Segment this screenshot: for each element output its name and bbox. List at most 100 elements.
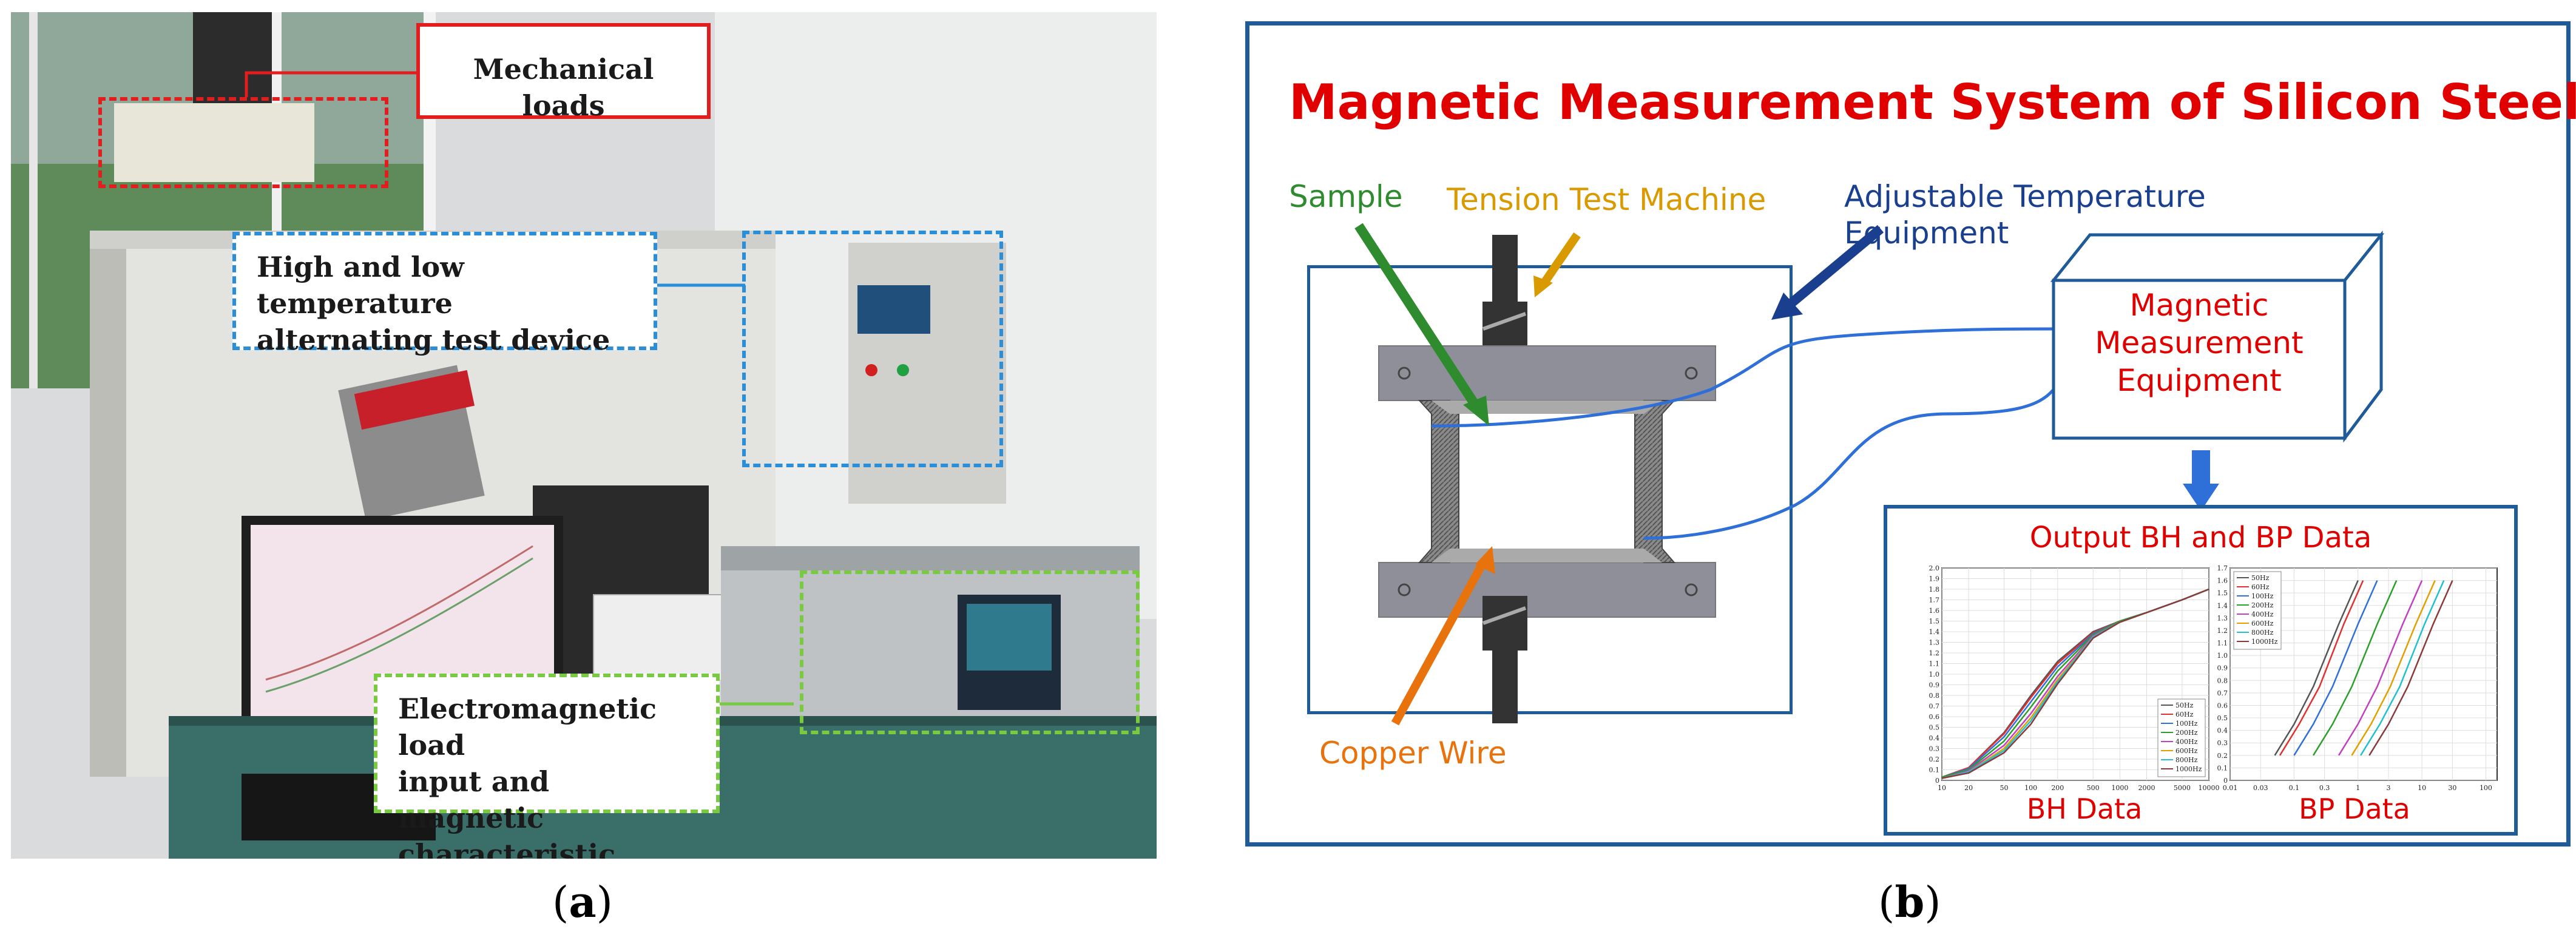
y-tick-label: 0.8 [2217,677,2228,684]
x-tick-label: 20 [1964,784,1973,792]
y-tick-label: 1.3 [2217,614,2228,622]
y-tick-label: 1.5 [1929,618,1940,626]
diagram-panel: Magnetic Measurement System of Silicon S… [1245,21,2576,847]
series-line-200Hz [2313,580,2398,756]
legend-entry: 400Hz [2175,738,2198,746]
output-arrow [2183,484,2219,511]
x-tick-label: 0.01 [2223,784,2238,792]
y-tick-label: 1.0 [2217,652,2228,660]
legend-entry: 60Hz [2251,583,2270,591]
label-adjustable-temperature: Adjustable Temperature Equipment [1844,178,2206,251]
output-charts: 00.10.20.30.40.50.60.70.80.91.01.11.21.3… [1929,564,2498,792]
bh-chart: 00.10.20.30.40.50.60.70.80.91.01.11.21.3… [1929,564,2220,792]
label-mme-line1: Magnetic [2129,288,2269,323]
callout-mechanical-text: Mechanical loads [473,53,654,122]
y-tick-label: 0.1 [1929,766,1940,774]
y-tick-label: 0.6 [2217,701,2228,709]
temperature-device-region [742,231,1003,467]
legend-entry: 50Hz [2251,574,2270,582]
y-tick-label: 1.7 [1929,597,1940,604]
mechanical-loads-region [98,97,388,188]
series-line-400Hz [2338,580,2423,756]
x-tick-label: 0.3 [2319,784,2330,792]
y-tick-label: 1.5 [2217,589,2228,597]
x-tick-label: 3 [2386,784,2390,792]
sample-arrow [1354,223,1481,411]
x-tick-label: 1000 [2111,784,2128,792]
y-tick-label: 1.1 [1929,660,1940,668]
series-line-1000Hz [2368,580,2453,756]
series-line-600Hz [2351,580,2436,756]
label-bh-data: BH Data [2026,793,2143,825]
y-tick-label: 0.4 [2217,727,2228,735]
label-mme-line3: Equipment [2117,363,2282,398]
tension-arrow [1540,232,1581,286]
x-tick-label: 100 [2024,784,2037,792]
legend-box [2233,571,2282,650]
y-tick-label: 1.9 [1929,575,1940,583]
y-tick-label: 0.8 [1929,692,1940,700]
series-line-60Hz [2279,580,2364,756]
legend-entry: 600Hz [2175,747,2198,755]
lab-photo-illustration [11,12,1157,859]
legend-box [2157,698,2206,777]
x-tick-label: 200 [2051,784,2064,792]
legend-entry: 1000Hz [2251,638,2278,646]
output-title: Output BH and BP Data [2029,521,2372,555]
callout-temperature-line2: alternating test device [257,323,610,356]
temperature-chamber-box [1307,265,1793,714]
x-tick-label: 50 [2000,784,2009,792]
y-tick-label: 2.0 [1929,564,1940,572]
x-tick-label: 0.1 [2289,784,2300,792]
legend-entry: 50Hz [2175,701,2194,709]
series-line-50Hz [2274,580,2359,756]
legend-entry: 200Hz [2175,729,2198,737]
electromagnetic-region [800,570,1140,734]
upper-grip-rod [1492,235,1518,302]
label-mme-line2: Measurement [2095,325,2304,360]
y-tick-label: 1.2 [2217,627,2228,635]
y-tick-label: 0.4 [1929,734,1940,742]
y-tick-label: 0.1 [2217,764,2228,772]
callout-electromagnetic: Electromagnetic load input and magnetic … [374,674,720,859]
panel-label-a: (a) [552,877,613,927]
y-tick-label: 1.6 [2217,577,2228,585]
x-tick-label: 30 [2448,784,2456,792]
x-tick-label: 10 [1938,784,1946,792]
y-tick-label: 0.3 [2217,739,2228,747]
y-tick-label: 0.2 [2217,752,2228,760]
callout-em-line2: input and magnetic [398,765,550,834]
x-tick-label: 2000 [2138,784,2155,792]
upper-clamp-bar [1378,345,1716,401]
legend-entry: 600Hz [2251,620,2274,627]
y-tick-label: 1.2 [1929,649,1940,657]
y-tick-label: 0.5 [2217,714,2228,722]
y-tick-label: 1.1 [2217,640,2228,647]
y-tick-label: 1.6 [1929,607,1940,615]
legend-entry: 1000Hz [2175,765,2202,773]
x-tick-label: 0.03 [2253,784,2268,792]
callout-em-line1: Electromagnetic load [398,692,657,762]
magnetic-measurement-equipment-box [2052,279,2347,440]
copper-wire-top [1431,327,2054,428]
series-line-800Hz [2360,580,2445,756]
y-tick-label: 1.0 [1929,671,1940,678]
legend-entry: 100Hz [2175,720,2198,728]
x-tick-label: 100 [2480,784,2492,792]
y-tick-label: 1.3 [1929,639,1940,647]
callout-em-line3: characteristic output [398,838,616,859]
callout-mechanical-loads: Mechanical loads [416,23,711,122]
label-bp-data: BP Data [2299,793,2410,825]
photo-panel: Mechanical loads High and low temperatur… [11,12,1157,859]
diagram-title: Magnetic Measurement System of Silicon S… [1289,74,2576,130]
y-tick-label: 0.6 [1929,713,1940,721]
y-tick-label: 1.8 [1929,586,1940,593]
y-tick-label: 0.2 [1929,755,1940,763]
adjustable-temperature-arrow [1786,225,1884,309]
copper-wire-bottom [1643,388,2055,540]
y-tick-label: 0 [2223,777,2228,785]
x-tick-label: 10 [2418,784,2426,792]
panel-label-b: (b) [1878,877,1941,927]
y-tick-label: 0.3 [1929,745,1940,753]
legend-entry: 100Hz [2251,592,2274,600]
